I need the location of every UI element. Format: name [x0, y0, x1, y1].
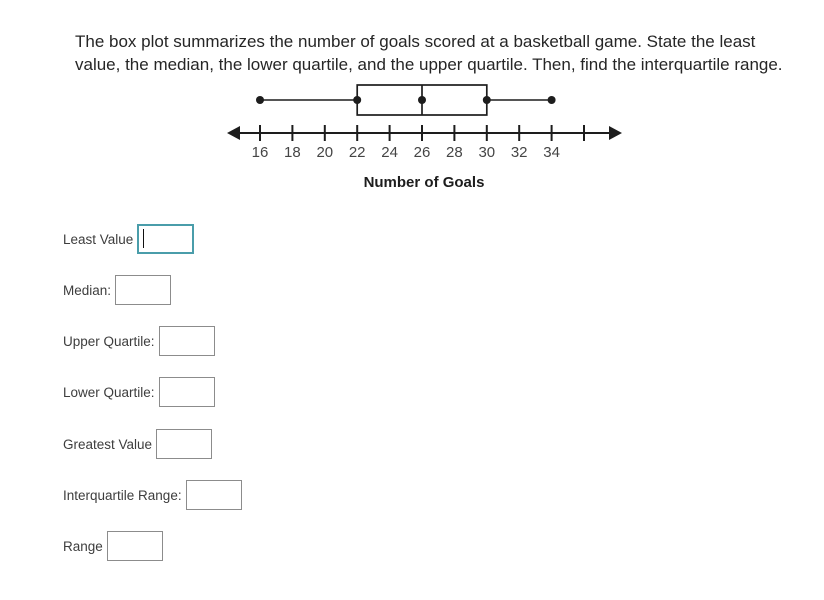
axis-tick-label: 22 [349, 144, 366, 161]
lower-quartile-input-wrap [158, 377, 215, 407]
upper-quartile-input-wrap [158, 326, 215, 356]
lower-quartile-input[interactable] [158, 377, 215, 407]
range-input[interactable] [106, 531, 163, 561]
axis-tick-label: 32 [511, 144, 528, 161]
median-input[interactable] [115, 275, 172, 305]
lower-quartile-dot [353, 96, 362, 104]
greatest-value-label: Greatest Value [63, 436, 153, 452]
interquartile-range-input[interactable] [185, 480, 242, 510]
question-text: The box plot summarizes the number of go… [75, 30, 795, 76]
interquartile-range-input-wrap [185, 480, 242, 510]
median-input-wrap [115, 275, 172, 305]
axis-tick-label: 34 [543, 144, 560, 161]
least-value-input-wrap [137, 224, 195, 254]
interquartile-range-label: Interquartile Range: [63, 487, 182, 503]
least-value-label: Least Value [63, 231, 134, 247]
text-cursor [143, 229, 145, 248]
least-value-dot [256, 96, 264, 104]
axis-right-arrow-icon [609, 126, 622, 140]
form-row-range: Range [63, 531, 163, 561]
axis-tick-label: 20 [316, 144, 333, 161]
axis-tick-label: 16 [252, 144, 269, 161]
greatest-value-input[interactable] [156, 429, 213, 459]
least-value-input[interactable] [137, 224, 195, 254]
median-label: Median: [63, 282, 112, 298]
form-row-greatest-value: Greatest Value [63, 429, 213, 459]
range-input-wrap [106, 531, 163, 561]
greatest-value-dot [547, 96, 556, 104]
axis-tick-label: 28 [446, 144, 463, 161]
upper-quartile-dot [482, 96, 491, 104]
form-row-interquartile-range: Interquartile Range: [63, 480, 242, 510]
form-row-lower-quartile: Lower Quartile: [63, 377, 215, 407]
upper-quartile-label: Upper Quartile: [63, 333, 155, 349]
greatest-value-input-wrap [156, 429, 213, 459]
axis-tick-label: 24 [381, 144, 398, 161]
question-line-1: The box plot summarizes the number of go… [75, 32, 756, 51]
form-row-median: Median: [63, 275, 172, 305]
upper-quartile-input[interactable] [158, 326, 215, 356]
form-row-least-value: Least Value [63, 224, 195, 254]
form-row-upper-quartile: Upper Quartile: [63, 326, 215, 356]
axis-tick-label: 30 [478, 144, 495, 161]
range-label: Range [63, 538, 103, 554]
median-dot [418, 96, 426, 104]
axis-tick-label: 26 [414, 144, 431, 161]
lower-quartile-label: Lower Quartile: [63, 384, 155, 400]
axis-tick-label: 18 [284, 144, 301, 161]
question-line-2: value, the median, the lower quartile, a… [75, 55, 783, 74]
axis-caption: Number of Goals [364, 174, 485, 191]
axis-left-arrow-icon [227, 126, 240, 140]
